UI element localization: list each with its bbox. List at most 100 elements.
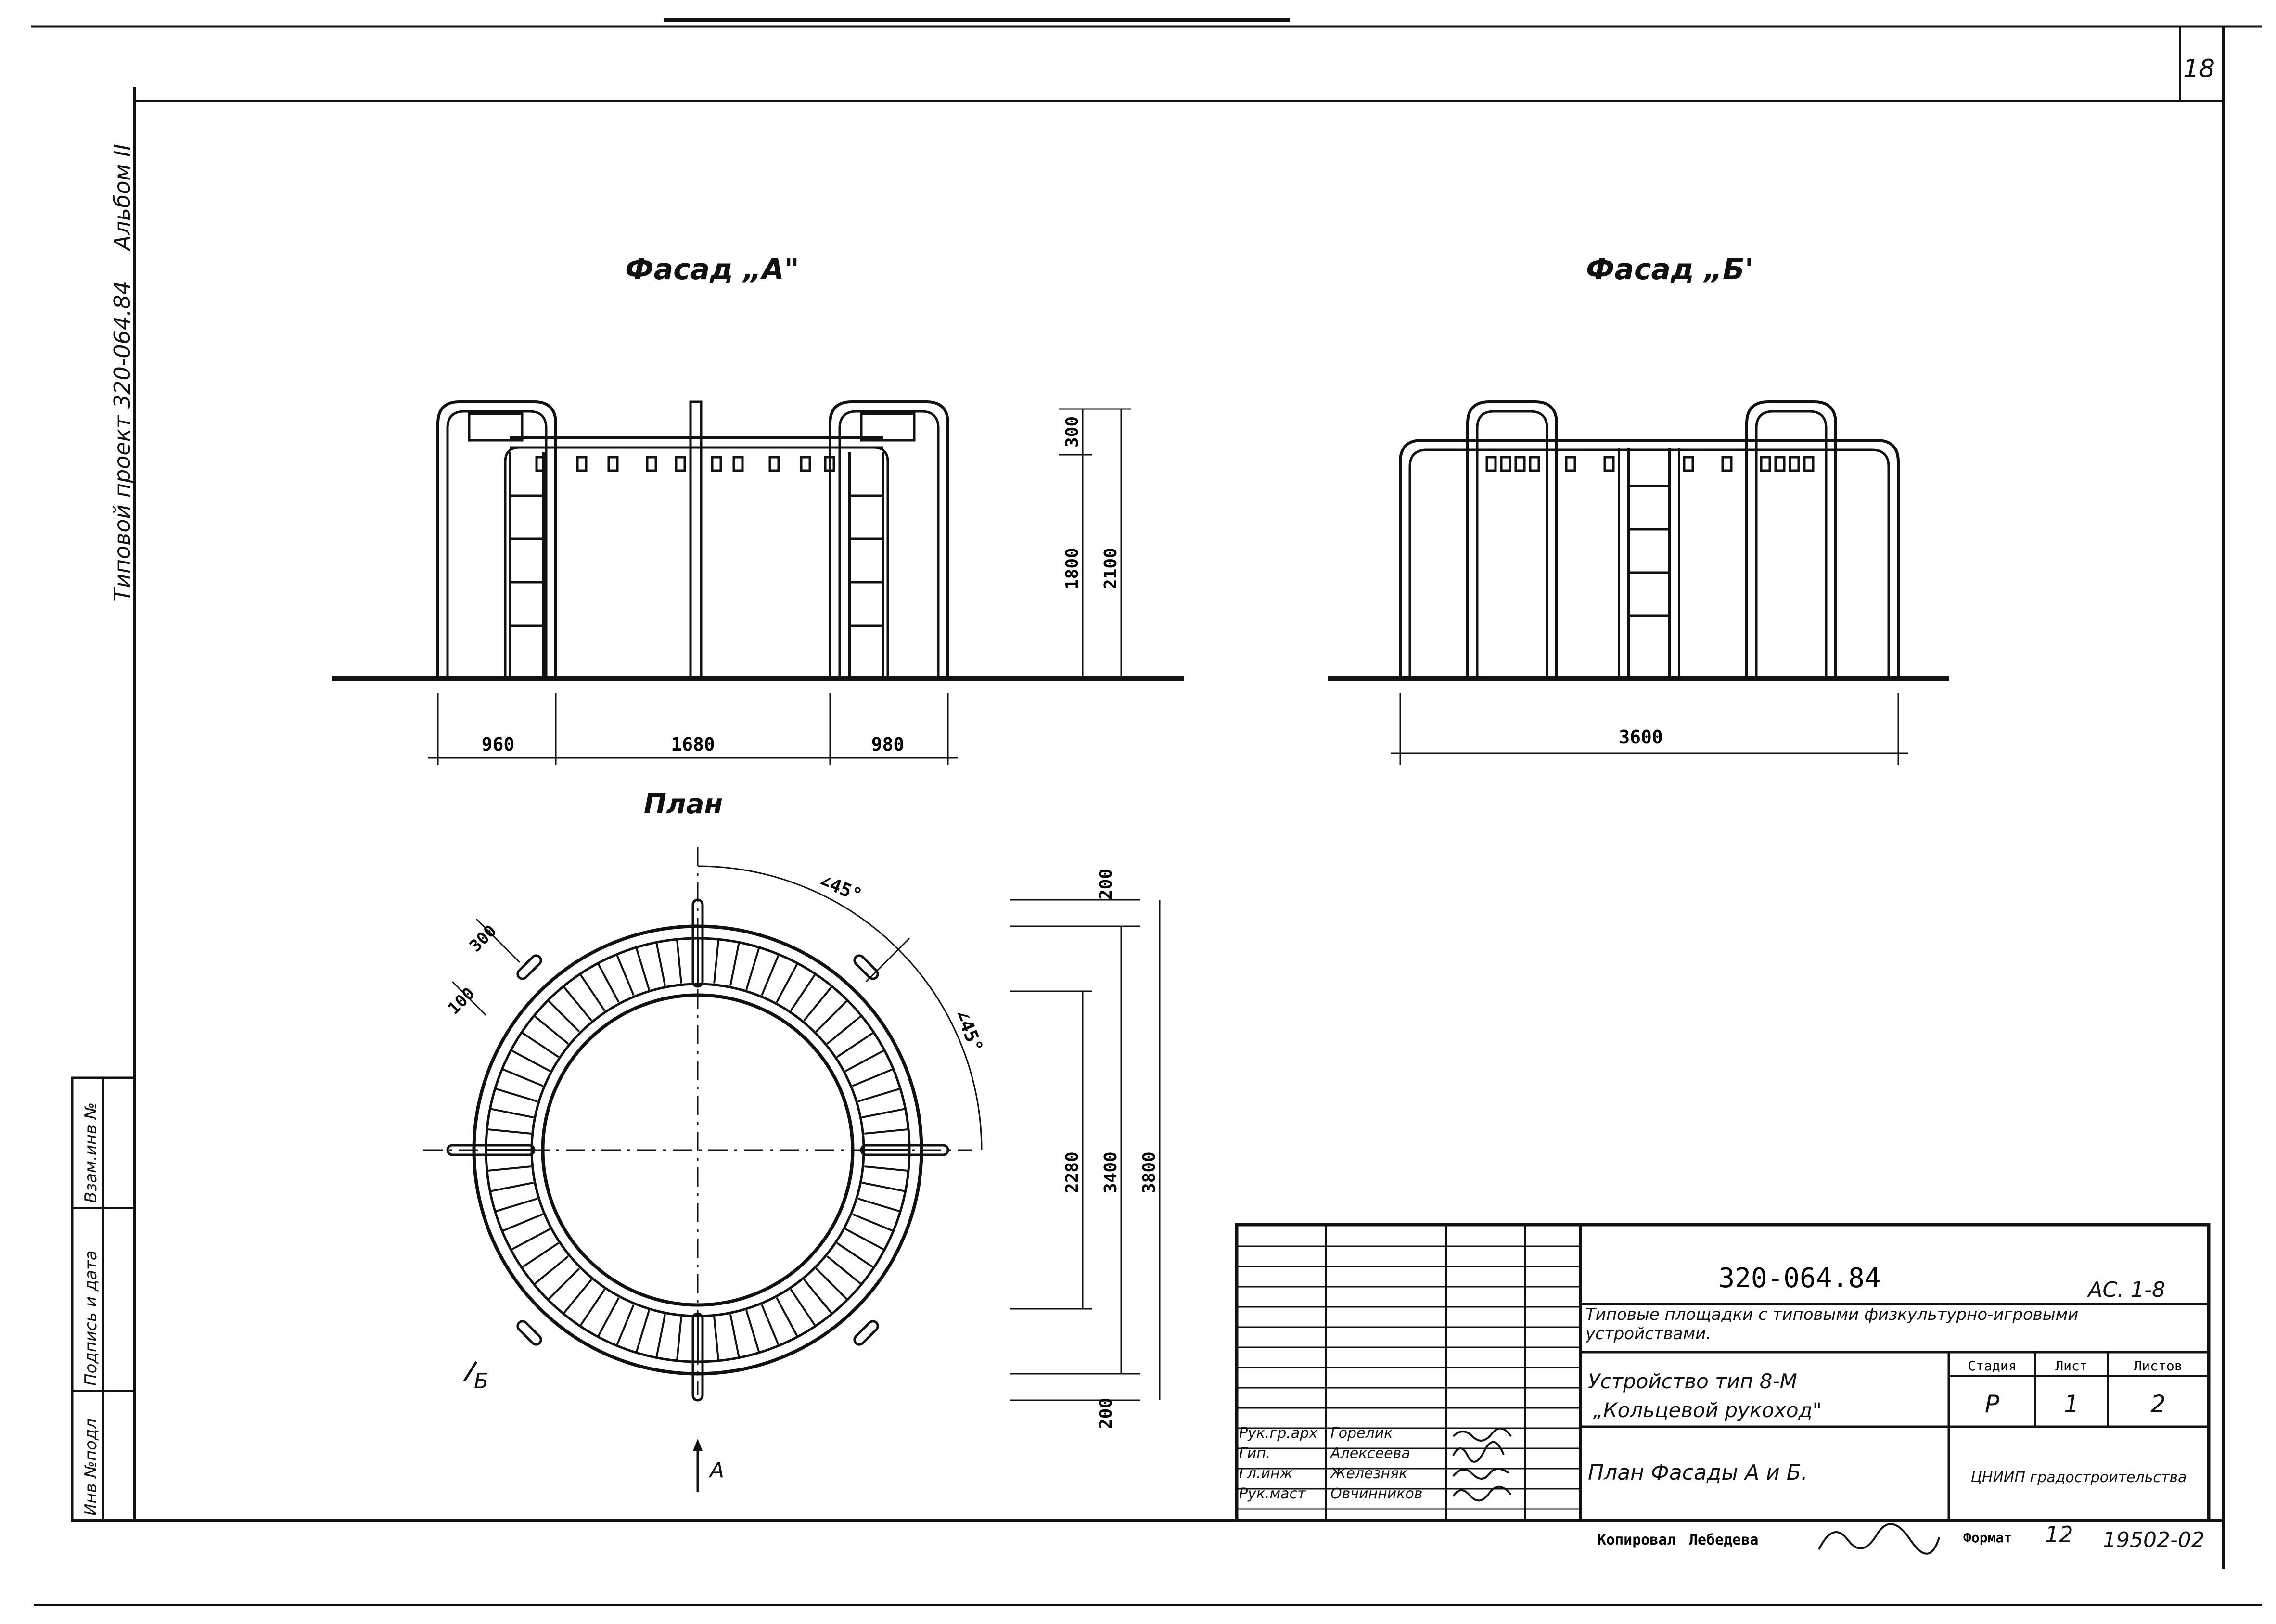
ring-rung bbox=[597, 1297, 620, 1337]
ring-rung bbox=[534, 1255, 569, 1285]
ring-rung bbox=[563, 986, 592, 1022]
ring-rung bbox=[861, 1108, 905, 1119]
plan-marker-b: Б bbox=[474, 1369, 488, 1394]
ring-rung bbox=[729, 943, 740, 986]
plan-dim-right-5: 200 bbox=[1096, 1398, 1116, 1429]
ring-rung bbox=[579, 974, 606, 1011]
ring-rung bbox=[534, 1015, 569, 1045]
ring-rung bbox=[548, 1000, 580, 1033]
ring-rung bbox=[826, 1255, 861, 1285]
side-stamp: Типовой проект 320-064.84 Альбом II bbox=[109, 144, 135, 601]
tb-description: Типовые площадки с типовыми физкультурно… bbox=[1586, 1305, 2079, 1343]
ring-rung bbox=[616, 955, 635, 996]
tb-org: ЦНИИП градостроительства bbox=[1971, 1469, 2187, 1486]
sheet-frame bbox=[31, 18, 2262, 1606]
ring-rung bbox=[496, 1198, 538, 1213]
side-stamp-line1: Типовой проект 320-064.84 bbox=[109, 281, 135, 601]
footer: Копировал Лебедева Формат 12 19502-02 bbox=[1598, 1522, 2205, 1555]
tb-sheet: 1 bbox=[2064, 1390, 2079, 1418]
tb-role-1: Рук.гр.арх bbox=[1239, 1425, 1317, 1442]
ring-rung bbox=[836, 1032, 874, 1058]
facade-a-height-2: 1800 bbox=[1062, 548, 1082, 589]
ring-rung bbox=[761, 1304, 780, 1345]
ring-rung bbox=[487, 1165, 531, 1172]
ring-rung bbox=[713, 940, 719, 984]
ring-rung bbox=[676, 940, 682, 984]
facade-a-dim-3: 980 bbox=[871, 734, 905, 755]
facade-a-height-1: 300 bbox=[1062, 416, 1082, 448]
facade-b: Фасад „Б' bbox=[1328, 253, 1949, 765]
tb-stage: Р bbox=[1985, 1390, 2000, 1418]
ring-rung bbox=[803, 986, 832, 1022]
ring-rung bbox=[790, 974, 816, 1011]
ring-rung bbox=[511, 1228, 551, 1251]
sheet-number: 18 bbox=[2183, 54, 2215, 83]
tb-sheet-header: Лист bbox=[2055, 1358, 2087, 1374]
ring-rung bbox=[852, 1213, 893, 1232]
ring-rung bbox=[803, 1279, 832, 1314]
tb-code: 320-064.84 bbox=[1718, 1263, 1880, 1294]
ring-rung bbox=[776, 1297, 798, 1337]
ring-rung bbox=[844, 1049, 884, 1072]
tb-sheets: 2 bbox=[2150, 1390, 2166, 1418]
ring-rung bbox=[713, 1317, 719, 1360]
ring-rung bbox=[635, 948, 650, 990]
ring-rung bbox=[790, 1289, 816, 1326]
tb-name-3: Железняк bbox=[1330, 1465, 1407, 1482]
facade-a-dim-1: 960 bbox=[482, 734, 515, 755]
ring-rung bbox=[857, 1087, 900, 1102]
tb-role-4: Рук.маст bbox=[1239, 1485, 1306, 1502]
ring-rung bbox=[844, 1228, 884, 1251]
ring-rung bbox=[563, 1279, 592, 1314]
ring-rung bbox=[616, 1304, 635, 1345]
plan-dim-left-2: 100 bbox=[444, 984, 479, 1019]
ring-rung bbox=[745, 948, 760, 990]
ring-rung bbox=[815, 1000, 848, 1033]
plan: План ∠45° ∠45° 300 100 bbox=[423, 789, 1161, 1492]
plan-dim-right-2: 2280 bbox=[1062, 1151, 1082, 1193]
ring-rung bbox=[491, 1108, 534, 1119]
tb-stage-header: Стадия bbox=[1968, 1358, 2016, 1374]
ring-rung bbox=[864, 1165, 908, 1172]
ring-rung bbox=[548, 1267, 580, 1300]
ring-rung bbox=[655, 1314, 666, 1357]
tb-object-line2: „Кольцевой рукоход" bbox=[1593, 1398, 1822, 1422]
facade-a-dim-2: 1680 bbox=[671, 734, 715, 755]
tb-name-1: Горелик bbox=[1330, 1425, 1393, 1442]
tb-name-4: Овчинников bbox=[1330, 1485, 1422, 1502]
tb-drawing-title: План Фасады А и Б. bbox=[1588, 1460, 1808, 1485]
facade-b-title: Фасад „Б' bbox=[1586, 253, 1753, 286]
footer-copied-name: Лебедева bbox=[1689, 1532, 1759, 1548]
facade-a: Фасад „А" bbox=[332, 253, 1184, 765]
ring-rung bbox=[522, 1242, 559, 1268]
side-stamp-line2: Альбом II bbox=[109, 144, 135, 252]
ring-rung bbox=[864, 1128, 908, 1135]
tb-name-2: Алексеева bbox=[1330, 1445, 1410, 1462]
tb-role-2: Гип. bbox=[1239, 1445, 1270, 1462]
plan-dim-left-1: 300 bbox=[466, 921, 500, 956]
ring-rung bbox=[522, 1032, 559, 1058]
footer-format-label: Формат bbox=[1963, 1530, 2012, 1546]
side-table-col2: Подпись и дата bbox=[81, 1250, 101, 1386]
tb-role-3: Гл.инж bbox=[1239, 1465, 1293, 1482]
ring-rung bbox=[502, 1213, 544, 1232]
ring-rung bbox=[511, 1049, 551, 1072]
ring-rung bbox=[836, 1242, 874, 1268]
ring-rung bbox=[826, 1015, 861, 1045]
ring-rung bbox=[745, 1310, 760, 1352]
plan-angle-2: ∠45° bbox=[951, 1007, 987, 1055]
facade-a-height-3: 2100 bbox=[1101, 548, 1121, 589]
tb-object-line1: Устройство тип 8-М bbox=[1588, 1369, 1797, 1393]
plan-marker-a: А bbox=[708, 1458, 724, 1483]
plan-dim-right-1: 200 bbox=[1096, 869, 1116, 900]
facade-b-dim: 3600 bbox=[1619, 727, 1663, 748]
ring-rung bbox=[597, 963, 620, 1003]
ring-rung bbox=[861, 1181, 905, 1192]
footer-copied-label: Копировал bbox=[1598, 1532, 1676, 1548]
side-table: Инв №подл Подпись и дата Взам.инв № bbox=[71, 1076, 136, 1522]
ring-rung bbox=[579, 1289, 606, 1326]
ring-rung bbox=[676, 1317, 682, 1360]
tb-sheet-code: АС. 1-8 bbox=[2086, 1278, 2165, 1302]
side-table-col1: Инв №подл bbox=[81, 1419, 101, 1516]
